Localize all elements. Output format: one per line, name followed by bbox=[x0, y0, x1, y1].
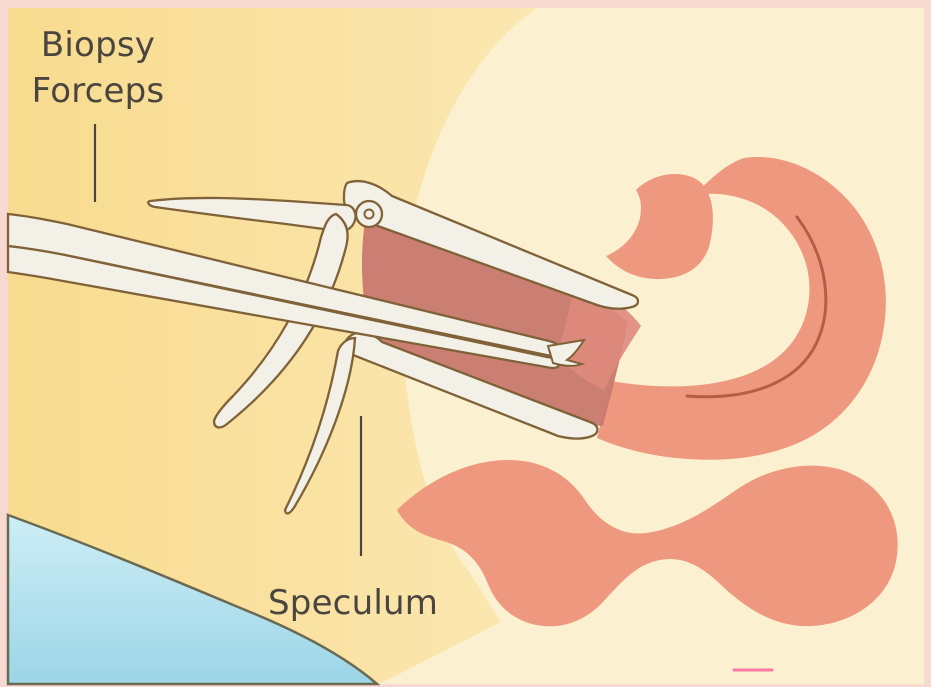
biopsy-forceps-label-line2: Forceps bbox=[23, 68, 173, 114]
biopsy-forceps-label-line1: Biopsy bbox=[23, 22, 173, 68]
biopsy-forceps-label: Biopsy Forceps bbox=[23, 22, 173, 114]
speculum-label: Speculum bbox=[268, 580, 458, 626]
